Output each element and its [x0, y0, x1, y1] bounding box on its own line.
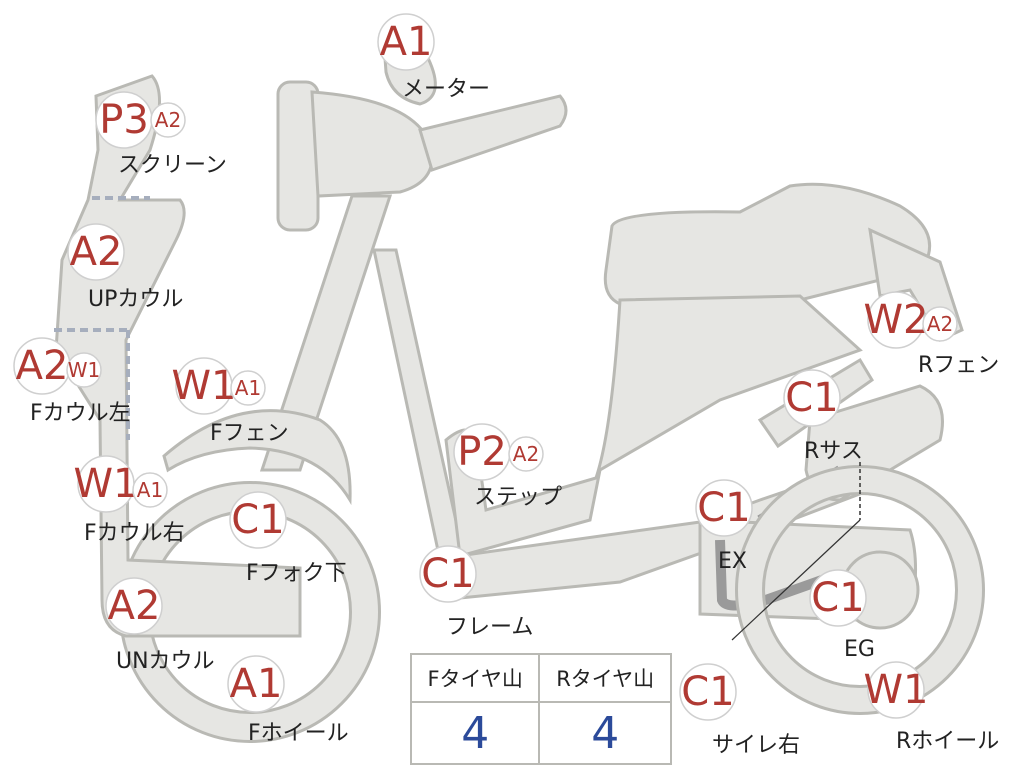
badge-front-fork-lower: C1 Fフォク下: [229, 491, 347, 586]
part-label: フレーム: [446, 615, 533, 640]
front-tire-value: 4: [409, 701, 541, 765]
badge-exhaust: C1 EX: [695, 479, 753, 574]
badge-code: P3: [99, 97, 149, 143]
badge-step: P2 A2 ステップ: [453, 423, 562, 510]
badge-sub-circle: [230, 370, 266, 406]
badge-code: C1: [697, 485, 750, 531]
tire-tread-table: Fタイヤ山 Rタイヤ山 4 4: [409, 653, 672, 765]
motorcycle-body: [54, 37, 985, 743]
badge-front-cowl-left: A2 W1 Fカウル左: [13, 337, 131, 426]
badge-code: W1: [74, 461, 139, 507]
part-label: Fカウル左: [30, 401, 131, 426]
badge-sub-code: A1: [235, 376, 261, 400]
badge-up-cowl: A2 UPカウル: [67, 223, 183, 312]
badge-circle: [105, 577, 163, 635]
badge-rear-wheel: W1 Rホイール: [864, 661, 999, 754]
badge-code: C1: [421, 551, 474, 597]
part-label: UNカウル: [116, 649, 215, 674]
badge-code: A2: [16, 343, 69, 389]
frame-down-tube: [372, 248, 464, 563]
part-label: Rサス: [804, 439, 863, 464]
badge-code: W1: [864, 667, 929, 713]
badge-screen: P3 A2 スクリーン: [95, 91, 227, 178]
badge-sub-code: A2: [927, 312, 953, 336]
badge-code: A1: [230, 661, 283, 707]
badge-meter: A1 メーター: [377, 13, 490, 102]
handlebar: [418, 94, 568, 172]
badge-circle: [783, 369, 841, 427]
badge-sub-code: A1: [137, 478, 163, 502]
badge-code: C1: [785, 375, 838, 421]
badge-sub-circle: [66, 352, 102, 388]
part-label: EX: [718, 549, 747, 574]
badge-sub-circle: [132, 472, 168, 508]
badge-engine: C1 EG: [809, 569, 875, 662]
badge-front-cowl-right: W1 A1 Fカウル右: [74, 455, 185, 546]
badge-circle: [377, 13, 435, 71]
badge-circle: [67, 223, 125, 281]
badge-circle: [695, 479, 753, 537]
tire-table-value-row: 4 4: [409, 701, 672, 765]
leader-line: [731, 519, 861, 641]
badge-silencer-right: C1 サイレ右: [679, 663, 800, 758]
badge-sub-circle: [150, 102, 186, 138]
badge-code: C1: [231, 497, 284, 543]
badge-front-fender: W1 A1 Fフェン: [172, 357, 289, 446]
badge-under-cowl: A2 UNカウル: [105, 577, 215, 674]
badge-code: C1: [811, 575, 864, 621]
part-label: ステップ: [474, 485, 562, 510]
part-label: サイレ右: [712, 733, 800, 758]
part-label: Rホイール: [896, 729, 999, 754]
badge-code: A2: [70, 229, 123, 275]
badge-rear-suspension: C1 Rサス: [783, 369, 863, 464]
rear-tire-value: 4: [538, 701, 672, 765]
part-label: Fフォク下: [246, 561, 347, 586]
part-label: Fフェン: [210, 421, 289, 446]
badge-circle: [867, 661, 925, 719]
part-label: EG: [844, 637, 875, 662]
badge-sub-circle: [922, 306, 958, 342]
badge-circle: [229, 491, 287, 549]
rear-tire-header: Rタイヤ山: [538, 653, 672, 703]
badge-sub-code: A2: [155, 108, 181, 132]
part-label: Fホイール: [248, 721, 349, 746]
badge-circle: [227, 655, 285, 713]
badge-code: C1: [681, 669, 734, 715]
badge-circle: [419, 545, 477, 603]
tire-table-header-row: Fタイヤ山 Rタイヤ山: [409, 653, 672, 703]
front-fender: [162, 409, 352, 506]
front-tire-header: Fタイヤ山: [409, 653, 541, 703]
headlight-cover: [310, 90, 434, 198]
part-label: Fカウル右: [84, 521, 185, 546]
badge-code: P2: [457, 429, 507, 475]
badge-circle: [679, 663, 737, 721]
badge-code: W2: [864, 297, 929, 343]
badge-circle: [809, 569, 867, 627]
badge-frame: C1 フレーム: [419, 545, 533, 640]
part-label: UPカウル: [88, 287, 183, 312]
badge-sub-code: W1: [68, 358, 101, 382]
part-label: Rフェン: [918, 353, 999, 378]
badge-front-wheel: A1 Fホイール: [227, 655, 349, 746]
badge-layer: A1 メーター P3 A2 スクリーン A2 UPカウル A2 W1 Fカウル左: [13, 13, 999, 758]
badge-sub-code: A2: [513, 442, 539, 466]
badge-rear-fender: W2 A2 Rフェン: [864, 291, 999, 378]
badge-code: W1: [172, 363, 237, 409]
part-label: スクリーン: [118, 153, 227, 178]
part-label: メーター: [402, 77, 490, 102]
badge-sub-circle: [508, 436, 544, 472]
badge-code: A2: [108, 583, 161, 629]
front-fork: [259, 194, 393, 472]
badge-code: A1: [380, 19, 433, 65]
